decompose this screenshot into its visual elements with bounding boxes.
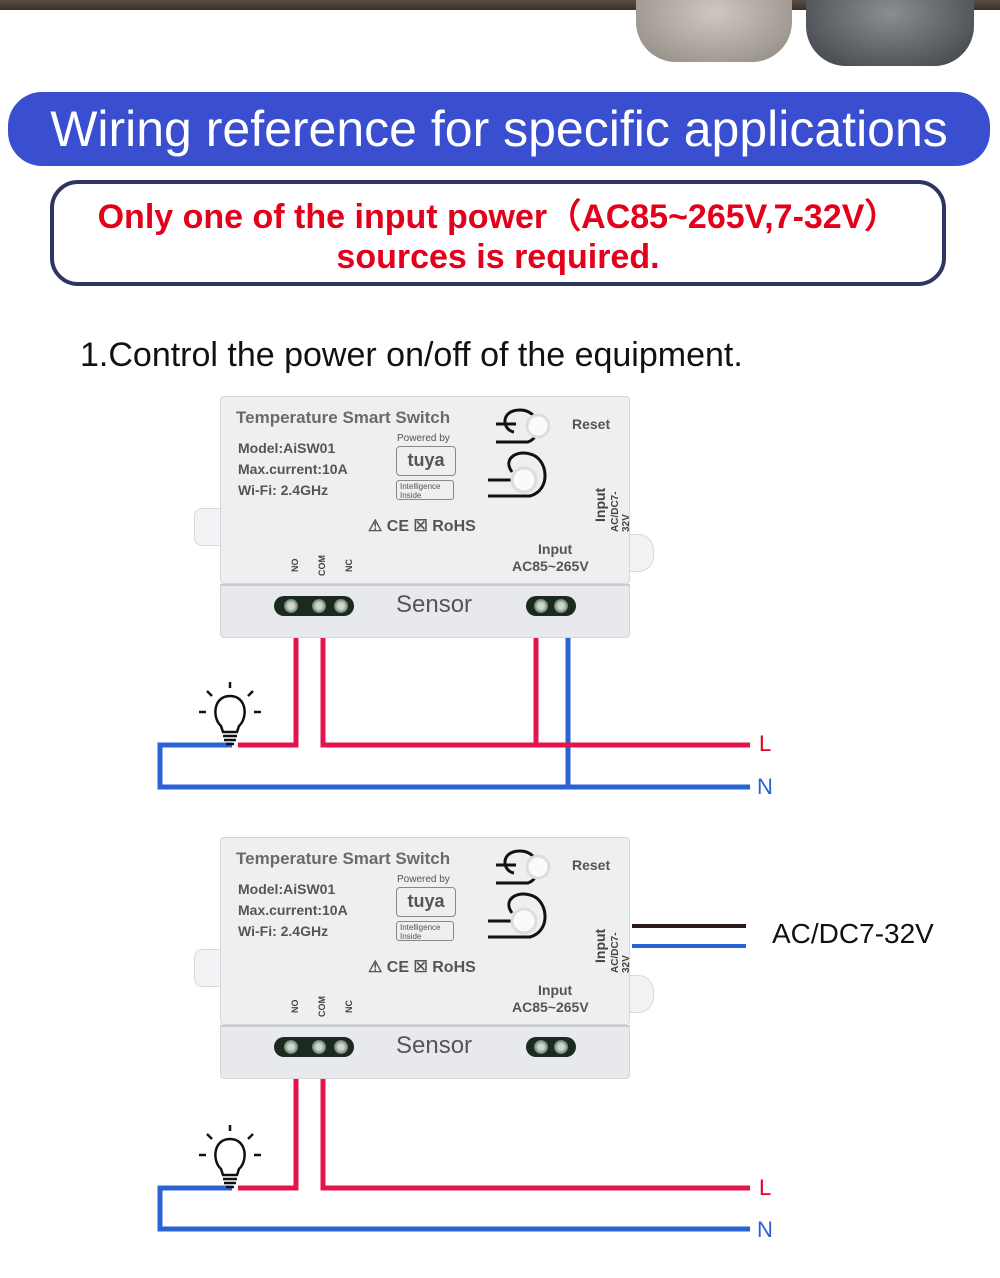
live-wire <box>320 1047 750 1191</box>
dc-input-range: AC/DC7-32V <box>610 932 632 973</box>
dc-input-label: Input <box>592 928 608 963</box>
screw-icon <box>554 1040 568 1054</box>
live-wire <box>238 605 299 748</box>
neutral-label: N <box>757 774 773 799</box>
module-body <box>220 396 630 584</box>
screw-icon <box>334 1040 348 1054</box>
section-title: 1.Control the power on/off of the equipm… <box>80 336 743 374</box>
terminal-com-label: COM <box>317 555 327 576</box>
model-label: Model:AiSW01 <box>238 440 336 456</box>
neutral-wire <box>157 742 750 790</box>
screw-icon <box>312 1040 326 1054</box>
live-wire <box>320 605 750 748</box>
ac-input-label: Input <box>538 541 573 557</box>
wifi-label: Wi-Fi: 2.4GHz <box>238 923 329 939</box>
live-label: L <box>759 1175 772 1200</box>
device-title: Temperature Smart Switch <box>236 849 451 868</box>
note-line: sources is required. <box>336 238 660 276</box>
smart-speaker-image <box>636 0 792 62</box>
top-photo-strip <box>0 0 1000 10</box>
screw-icon <box>554 599 568 613</box>
screw-icon <box>284 1040 298 1054</box>
intelligence-badge: Intelligence Inside <box>396 921 454 941</box>
terminal-no-label: NO <box>290 558 300 573</box>
ac-input-label: Input <box>538 982 573 998</box>
relay-terminal-block <box>274 1037 354 1057</box>
screw-icon <box>534 599 548 613</box>
relay-terminal-block <box>274 596 354 616</box>
module-body <box>220 837 630 1025</box>
screw-icon <box>534 1040 548 1054</box>
screw-icon <box>312 599 326 613</box>
terminal-com-label: COM <box>317 996 327 1017</box>
certification-marks: ⚠ CE ☒ RoHS <box>368 959 476 976</box>
mounting-tab <box>626 975 654 1013</box>
screw-icon <box>334 599 348 613</box>
ac-input-range: AC85~265V <box>512 999 589 1015</box>
note-line: Only one of the input power（AC85~265V,7-… <box>97 198 899 236</box>
screw-icon <box>284 599 298 613</box>
bulb-icon <box>199 1125 261 1189</box>
reset-label: Reset <box>572 857 611 873</box>
max-current-label: Max.current:10A <box>238 902 348 918</box>
button-icons <box>488 408 551 498</box>
dc-supply-label: AC/DC7-32V <box>772 918 934 949</box>
smart-switch-module: Temperature Smart Switch Model:AiSW01 Ma… <box>194 396 654 646</box>
toggle-button-icon <box>488 451 547 498</box>
terminal-nc-label: NC <box>344 559 354 572</box>
reset-button-icon <box>496 849 551 885</box>
smart-speaker-image <box>806 0 974 66</box>
wifi-label: Wi-Fi: 2.4GHz <box>238 482 329 498</box>
power-note: Only one of the input power（AC85~265V,7-… <box>50 180 946 286</box>
wiring-2 <box>157 924 750 1232</box>
intelligence-badge: Intelligence Inside <box>396 480 454 500</box>
power-terminal-block <box>526 1037 576 1057</box>
mounting-tab <box>626 534 654 572</box>
ac-input-range: AC85~265V <box>512 558 589 574</box>
device-title: Temperature Smart Switch <box>236 408 451 427</box>
live-wire <box>238 1047 299 1191</box>
terminal-no-label: NO <box>290 999 300 1014</box>
neutral-wire <box>157 1185 750 1232</box>
powered-by-label: Powered by <box>397 433 450 444</box>
toggle-button-icon <box>488 892 547 939</box>
tuya-logo: tuya <box>396 887 456 917</box>
bulb-icon <box>199 682 261 746</box>
sensor-label: Sensor <box>396 1032 473 1059</box>
reset-label: Reset <box>572 416 611 432</box>
max-current-label: Max.current:10A <box>238 461 348 477</box>
button-icons <box>488 849 551 939</box>
live-label: L <box>759 731 772 756</box>
dc-input-label: Input <box>592 487 608 522</box>
reset-button-icon <box>496 408 551 444</box>
certification-marks: ⚠ CE ☒ RoHS <box>368 518 476 535</box>
dc-input-range: AC/DC7-32V <box>610 491 632 532</box>
banner-title: Wiring reference for specific applicatio… <box>8 92 990 166</box>
neutral-label: N <box>757 1217 773 1242</box>
sensor-label: Sensor <box>396 591 473 618</box>
tuya-logo: tuya <box>396 446 456 476</box>
smart-switch-module: Temperature Smart Switch Model:AiSW01 Ma… <box>194 837 654 1087</box>
terminal-nc-label: NC <box>344 1000 354 1013</box>
power-terminal-block <box>526 596 576 616</box>
powered-by-label: Powered by <box>397 874 450 885</box>
model-label: Model:AiSW01 <box>238 881 336 897</box>
